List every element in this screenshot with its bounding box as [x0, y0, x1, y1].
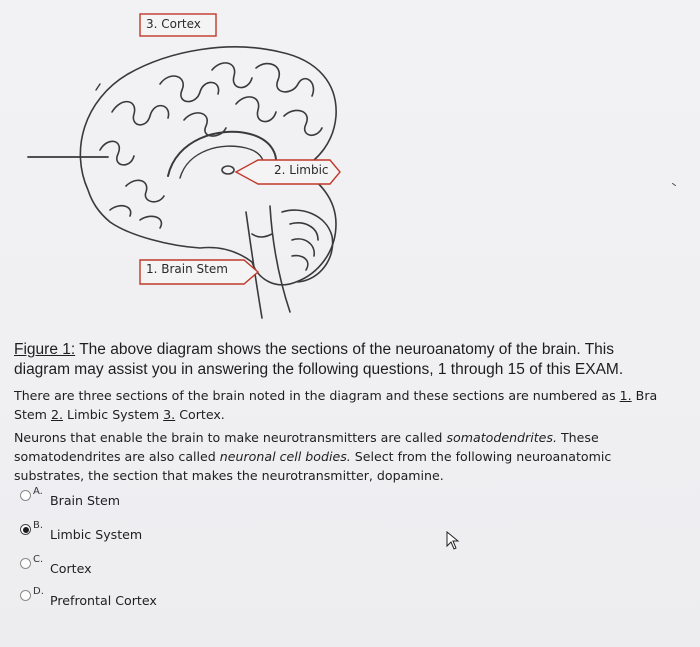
sections-text: There are three sections of the brain no… — [14, 388, 620, 403]
question-text: These — [556, 430, 599, 445]
option-b-letter: B. — [33, 520, 44, 531]
figure-caption-line2: diagram may assist you in answering the … — [14, 361, 624, 378]
option-a-letter: A. — [33, 486, 43, 497]
section-number-1: 1. — [619, 388, 632, 403]
option-c-radio[interactable] — [20, 558, 31, 569]
brain-stem-label-box — [139, 259, 260, 285]
limbic-label: 2. Limbic — [274, 163, 329, 177]
option-d-label[interactable]: Prefrontal Cortex — [50, 593, 157, 608]
cortex-label-box — [139, 13, 217, 37]
question-term: neuronal cell bodies. — [219, 449, 351, 464]
brain-stem-label: 1. Brain Stem — [146, 262, 228, 276]
sections-cortex: Cortex. — [175, 407, 225, 422]
caption-text: The above diagram shows the sections of … — [75, 341, 614, 358]
sections-limbic: Limbic System — [62, 407, 164, 422]
figure-caption-line1: Figure 1: The above diagram shows the se… — [14, 341, 700, 359]
question-text: Select from the following neuroanatomic — [350, 449, 612, 464]
section-number-3: 3. — [163, 407, 176, 422]
question-text: Neurons that enable the brain to make ne… — [14, 430, 447, 445]
sections-stem: Stem — [14, 407, 51, 422]
question-line1: Neurons that enable the brain to make ne… — [14, 430, 700, 445]
mouse-pointer-icon — [446, 531, 460, 550]
option-a-radio[interactable] — [20, 490, 31, 501]
question-text: somatodendrites are also called — [14, 449, 220, 464]
option-b-label[interactable]: Limbic System — [50, 527, 143, 542]
option-a-label[interactable]: Brain Stem — [50, 493, 120, 508]
stray-mark — [672, 183, 676, 186]
question-line3: substrates, the section that makes the n… — [14, 468, 444, 483]
limbic-label-box — [234, 159, 341, 185]
question-term: somatodendrites. — [446, 430, 557, 445]
cortex-label: 3. Cortex — [146, 17, 201, 31]
option-c-label[interactable]: Cortex — [50, 561, 92, 576]
sections-line2: Stem 2. Limbic System 3. Cortex. — [14, 407, 700, 422]
option-c-letter: C. — [33, 554, 44, 565]
option-b-radio[interactable] — [20, 524, 31, 535]
option-d-letter: D. — [33, 586, 44, 597]
brain-diagram: 3. Cortex 2. Limbic 1. Brain Stem — [27, 13, 341, 319]
figure-ref: Figure 1: — [14, 341, 76, 358]
sections-line1: There are three sections of the brain no… — [14, 388, 700, 403]
brain-sagittal-illustration — [27, 13, 341, 319]
option-d-radio[interactable] — [20, 590, 31, 601]
section-number-2: 2. — [50, 407, 63, 422]
question-line2: somatodendrites are also called neuronal… — [14, 449, 700, 464]
sections-text-end: Bra — [631, 388, 658, 403]
